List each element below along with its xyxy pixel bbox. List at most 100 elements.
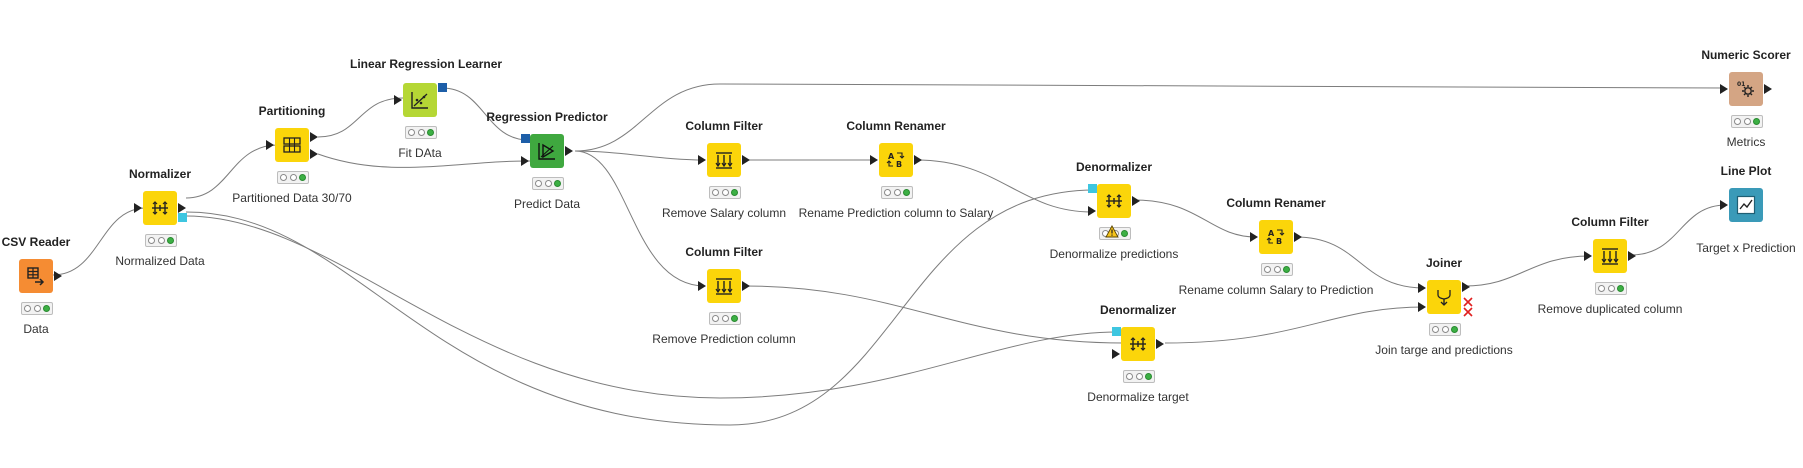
filter-columns-icon	[1601, 248, 1619, 265]
connection-learner-predictor[interactable]	[441, 87, 530, 141]
model-input-port[interactable]	[521, 134, 530, 143]
input-port[interactable]	[394, 95, 402, 105]
node-label[interactable]: Target x Prediction	[1696, 241, 1796, 255]
connection-partitioning-learner[interactable]	[317, 97, 404, 138]
input-port[interactable]	[1584, 251, 1592, 261]
output-port[interactable]	[1294, 232, 1302, 242]
output-port[interactable]	[1132, 196, 1140, 206]
connection-normalizer-partitioning[interactable]	[185, 144, 279, 199]
input-port[interactable]	[698, 155, 706, 165]
connection-predictor-filter1[interactable]	[574, 150, 706, 161]
node-icon-box[interactable]	[19, 259, 53, 293]
node-icon-box[interactable]	[275, 128, 309, 162]
connection-joiner-filter3[interactable]	[1463, 255, 1591, 287]
status-light-red	[1598, 285, 1606, 292]
input-port[interactable]	[1088, 206, 1096, 216]
node-icon-box[interactable]	[707, 269, 741, 303]
status-lights	[21, 302, 53, 315]
node-title: Column Filter	[1571, 215, 1649, 229]
connection-denorm2-joiner[interactable]	[1164, 306, 1425, 344]
status-light-red	[1432, 326, 1440, 333]
node-label[interactable]: Remove Prediction column	[652, 332, 796, 346]
input-port[interactable]	[1250, 232, 1258, 242]
node-label[interactable]: Denormalize target	[1087, 390, 1189, 404]
node-label[interactable]: Predict Data	[513, 197, 581, 211]
input-port[interactable]	[134, 203, 142, 213]
output-port[interactable]	[742, 155, 750, 165]
status-light-yellow	[1743, 118, 1751, 125]
output-port[interactable]	[1764, 84, 1772, 94]
node-title: Regression Predictor	[486, 110, 608, 124]
node-icon-box[interactable]	[1593, 239, 1627, 273]
status-light-red	[1734, 118, 1742, 125]
connection-denorm1-renamer2[interactable]	[1133, 199, 1257, 238]
connection-renamer2-joiner[interactable]	[1295, 236, 1425, 289]
output-port[interactable]	[1462, 282, 1470, 292]
status-light-red	[712, 189, 720, 196]
node-icon-box[interactable]: 01	[1729, 72, 1763, 106]
node-icon-box[interactable]: A B	[1259, 220, 1293, 254]
scatter-line-icon	[411, 92, 428, 109]
input-port-bottom[interactable]	[1418, 302, 1426, 312]
input-port[interactable]	[870, 155, 878, 165]
input-port[interactable]	[521, 156, 529, 166]
node-label[interactable]: Rename column Salary to Prediction	[1178, 283, 1374, 297]
output-port[interactable]	[914, 155, 922, 165]
connection-renamer1-denorm1[interactable]	[915, 159, 1093, 213]
node-icon-box[interactable]	[1121, 327, 1155, 361]
input-port[interactable]	[1720, 200, 1728, 210]
node-label[interactable]: Remove duplicated column	[1537, 302, 1683, 316]
node-icon-box[interactable]	[1097, 184, 1131, 218]
node-label[interactable]: Denormalize predictions	[1049, 247, 1179, 261]
node-icon-box[interactable]	[1729, 188, 1763, 222]
inactive-port-x-icon	[1463, 297, 1473, 317]
output-port[interactable]	[1156, 339, 1164, 349]
node-icon-box[interactable]: A B	[879, 143, 913, 177]
node-label[interactable]: Remove Salary column	[661, 206, 787, 220]
input-port[interactable]	[1720, 84, 1728, 94]
status-light-yellow	[289, 174, 297, 181]
node-title: Joiner	[1425, 256, 1462, 270]
input-port[interactable]	[266, 140, 274, 150]
status-light-green	[1450, 326, 1458, 333]
node-label[interactable]: Join targe and predictions	[1375, 343, 1513, 357]
connection-normalizer-denorm1[interactable]	[185, 189, 1096, 426]
join-icon	[1437, 290, 1451, 306]
connection-predictor-scorer[interactable]	[574, 83, 1726, 152]
status-light-green	[166, 237, 174, 244]
node-icon-box[interactable]	[1427, 280, 1461, 314]
connection-normalizer-denorm2[interactable]	[185, 215, 1119, 399]
output-port[interactable]	[178, 203, 186, 213]
output-port[interactable]	[742, 281, 750, 291]
model-input-port[interactable]	[1088, 184, 1097, 193]
node-icon-box[interactable]	[403, 83, 437, 117]
connection-filter3-lineplot[interactable]	[1630, 204, 1727, 256]
connection-csv-normalizer[interactable]	[52, 207, 147, 276]
connection-filter2-denorm2[interactable]	[744, 285, 1125, 344]
node-label[interactable]: Partitioned Data 30/70	[232, 191, 352, 205]
warning-icon[interactable]	[1105, 225, 1119, 238]
model-output-port[interactable]	[178, 213, 187, 222]
model-output-port[interactable]	[438, 83, 447, 92]
node-label[interactable]: Normalized Data	[115, 254, 205, 268]
node-icon-box[interactable]	[143, 191, 177, 225]
model-input-port[interactable]	[1112, 327, 1121, 336]
output-port[interactable]	[1628, 251, 1636, 261]
input-port-top[interactable]	[1418, 283, 1426, 293]
node-label[interactable]: Fit DAta	[398, 146, 442, 160]
node-label[interactable]: Data	[23, 322, 49, 336]
node-icon-box[interactable]	[707, 143, 741, 177]
status-lights	[1123, 370, 1155, 383]
input-port[interactable]	[698, 281, 706, 291]
input-port[interactable]	[1112, 349, 1120, 359]
output-port-top[interactable]	[310, 132, 318, 142]
node-label[interactable]: Metrics	[1726, 135, 1766, 149]
node-icon-box[interactable]	[530, 134, 564, 168]
node-label[interactable]: Rename Prediction column to Salary	[798, 206, 994, 220]
output-port[interactable]	[54, 271, 62, 281]
connection-predictor-filter2[interactable]	[574, 150, 706, 287]
output-port-bottom[interactable]	[310, 149, 318, 159]
output-port[interactable]	[565, 146, 573, 156]
connection-partitioning-predictor[interactable]	[317, 153, 534, 168]
